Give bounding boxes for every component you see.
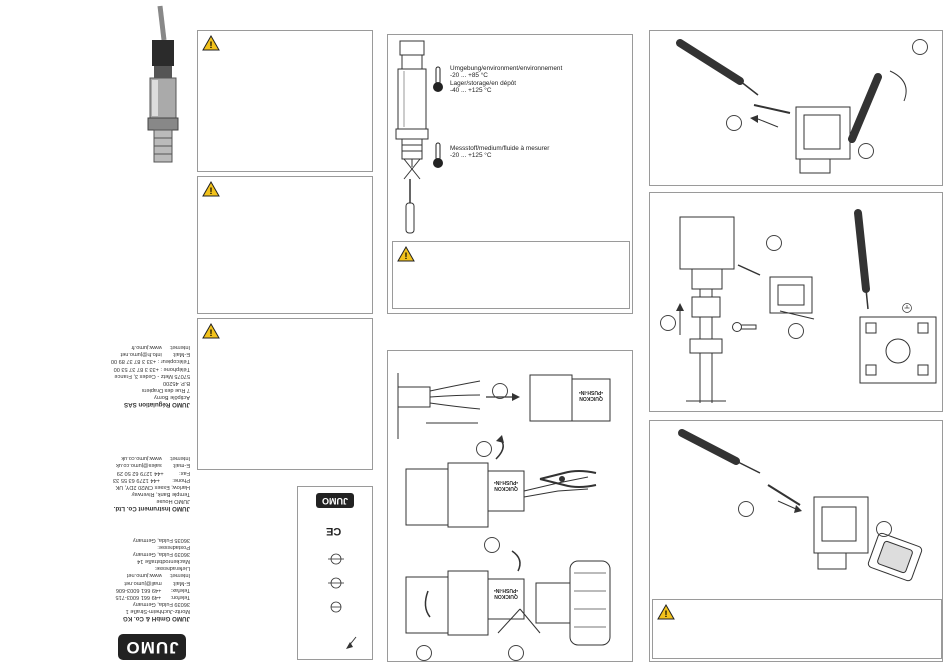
medium-temp-labels: Messstoff/medium/fluide à mesurer -20 ..…	[450, 145, 549, 160]
address-line: 36039 Fulda, Germany	[132, 600, 190, 607]
address-line: 57075 Metz - Cedex 3, France	[114, 372, 190, 379]
warning-icon: !	[202, 180, 220, 197]
sensor-drawing	[395, 40, 429, 234]
step-marker	[738, 501, 754, 517]
warning-box: !	[652, 599, 942, 659]
svg-text:!: !	[210, 186, 213, 196]
step-marker	[912, 39, 928, 55]
address-block-france: JUMO Régulation SAS Actipôle Borny 7 Rue…	[78, 330, 190, 408]
address-line: E-Mail: mail@jumo.net	[124, 579, 190, 586]
marking-label: •PUSH-IN•	[493, 587, 519, 593]
warning-icon: !	[657, 603, 675, 620]
temp-label: -20 ... +85 °C	[450, 72, 488, 80]
address-line: Actipôle Borny	[153, 393, 190, 400]
address-line: Téléphone : +33 3 87 37 53 00	[113, 365, 190, 372]
address-line: B.P. 45200	[163, 379, 190, 386]
wiring-detail-drawing	[676, 209, 937, 403]
quickon-label: QUICKON •PUSH-IN•	[488, 587, 524, 599]
brand-label: QUICKON	[494, 593, 518, 599]
thermometer-icon	[433, 142, 443, 168]
svg-text:!: !	[210, 328, 213, 338]
label-box: JUMO CE	[297, 486, 373, 660]
reassembly-drawing	[678, 429, 923, 582]
company-title: JUMO Régulation SAS	[123, 401, 190, 408]
brand-label: QUICKON	[579, 395, 603, 401]
step-marker	[766, 235, 782, 251]
address-line: Moritz-Juchheim-Straße 1	[125, 607, 190, 614]
wiring-drawing	[397, 373, 611, 646]
plug-removal-drawing	[676, 39, 907, 174]
address-line: Télécopieur : +33 3 87 37 89 00	[110, 358, 190, 365]
svg-text:!: !	[210, 40, 213, 50]
address-line: Telefon: +49 661 6003-715	[115, 593, 191, 600]
step-marker	[660, 315, 676, 331]
address-line: Harlow, Essex CM20 2DY, UK	[115, 483, 190, 490]
step-marker	[416, 645, 432, 661]
temp-label: Umgebung/environment/environnement	[450, 65, 563, 72]
address-line: JUMO House	[156, 497, 190, 504]
address-line: Phone: +44 1279 63 55 33	[113, 476, 190, 483]
address-line: Temple Bank, Riverway	[131, 490, 190, 497]
step-marker	[858, 143, 874, 159]
logo-text: JUMO	[125, 638, 179, 657]
thermometer-icon	[433, 66, 443, 92]
wiring-detail-panel	[649, 192, 943, 412]
svg-text:!: !	[405, 251, 408, 261]
marking-label: •PUSH-IN•	[493, 479, 519, 485]
temperature-panel: Umgebung/environment/environnement -20 .…	[387, 34, 633, 314]
step-marker	[492, 383, 508, 399]
warning-icon: !	[202, 34, 220, 51]
step-marker	[508, 645, 524, 661]
step-marker	[876, 521, 892, 537]
step-marker	[476, 441, 492, 457]
address-line: Lieferadresse:	[154, 565, 190, 572]
wrench-icon	[732, 322, 757, 332]
symbol-icons	[328, 553, 357, 649]
marking-label: •PUSH-IN•	[578, 389, 604, 395]
address-line: 36039 Fulda, Germany	[132, 551, 190, 558]
jumo-logo: JUMO	[118, 634, 186, 660]
temp-label: -40 ... +125 °C	[450, 87, 492, 95]
address-line: E-Mail: info.fr@jumo.net	[120, 351, 190, 358]
company-title: JUMO Instrument Co. Ltd.	[113, 505, 190, 512]
company-title: JUMO GmbH & Co. KG	[122, 615, 190, 622]
step-marker	[484, 537, 500, 553]
plug-removal-panel	[649, 30, 943, 186]
address-line: Internet: www.jumo.fr	[131, 344, 190, 351]
pliers-icon	[539, 470, 597, 488]
reassembly-panel: !	[649, 420, 943, 662]
address-line: Mackenrodtstraße 14	[137, 558, 190, 565]
address-line: 7 Rue des Drapiers	[141, 386, 190, 393]
address-line: E-mail: sales@jumo.co.uk	[115, 462, 190, 469]
ambient-temp-labels: Umgebung/environment/environnement -20 .…	[450, 65, 562, 95]
address-line: Telefax: +49 661 6003-606	[115, 586, 190, 593]
brand-label: QUICKON	[494, 485, 518, 491]
address-block-germany: JUMO GmbH & Co. KG Moritz-Juchheim-Straß…	[78, 524, 191, 622]
warning-box: !	[197, 176, 373, 314]
temp-label: -20 ... +125 °C	[450, 152, 492, 160]
address-block-uk: JUMO Instrument Co. Ltd. JUMO House Temp…	[78, 440, 190, 512]
wiring-panel: QUICKON •PUSH-IN• QUICKON •PUSH-IN• QUIC…	[387, 350, 633, 662]
warning-box: !	[197, 30, 373, 172]
svg-text:!: !	[665, 609, 668, 619]
address-line: Fax: +44 1279 62 50 29	[116, 469, 190, 476]
address-line: Internet: www.jumo.net	[126, 572, 190, 579]
address-line: Internet: www.jumo.co.uk	[121, 455, 190, 462]
quickon-label: QUICKON •PUSH-IN•	[574, 389, 608, 401]
step-marker	[788, 323, 804, 339]
sensor-photo	[138, 5, 186, 166]
address-line: 36035 Fulda, Germany	[132, 536, 190, 543]
temp-label: Lager/storage/en dépôt	[450, 79, 517, 87]
warning-icon: !	[397, 245, 415, 262]
warning-icon: !	[202, 322, 220, 339]
warning-box: !	[392, 241, 630, 309]
warning-box: !	[197, 318, 373, 470]
step-marker	[726, 115, 742, 131]
ground-icon	[902, 303, 912, 313]
quickon-label: QUICKON •PUSH-IN•	[488, 479, 524, 491]
address-line: Postadresse:	[157, 544, 190, 551]
temp-label: Messstoff/medium/fluide à mesurer	[450, 145, 550, 152]
